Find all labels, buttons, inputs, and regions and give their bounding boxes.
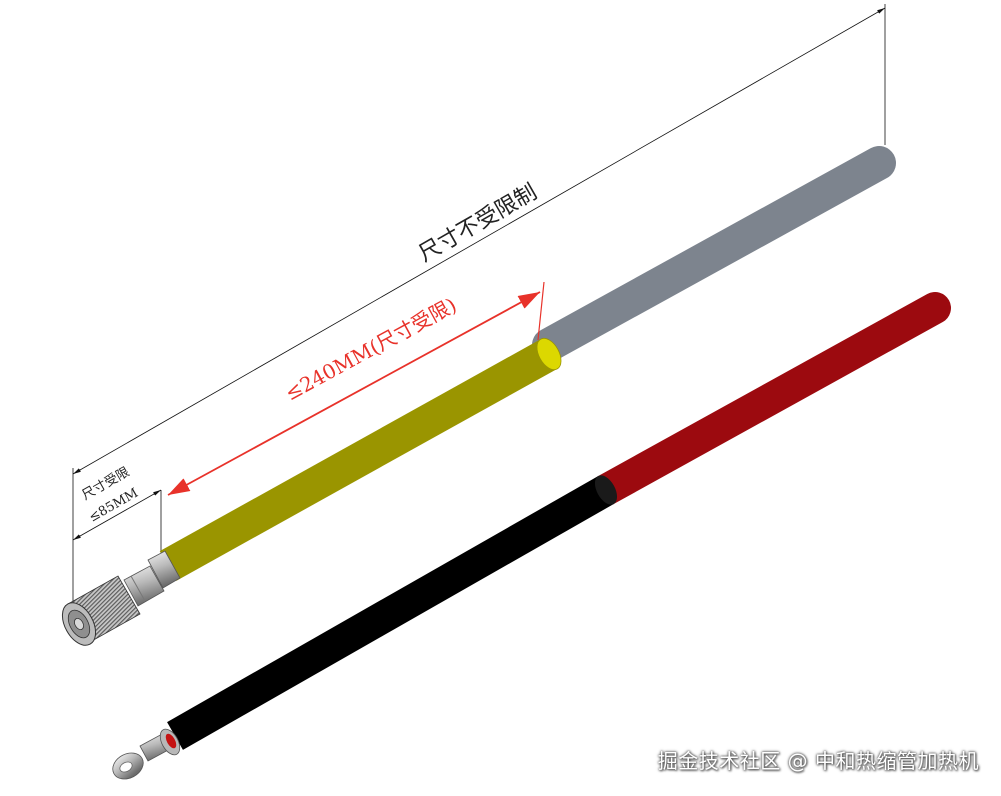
watermark: 掘金技术社区 @ 中和热缩管加热机 bbox=[657, 749, 979, 773]
ring-terminal-icon bbox=[112, 728, 181, 780]
overall-dimension-label: 尺寸不受限制 bbox=[415, 180, 542, 267]
grey-sleeve bbox=[532, 146, 896, 362]
colored-section-dimension-line bbox=[167, 291, 541, 496]
connector-dimension-line bbox=[72, 489, 162, 541]
knurled-connector-icon bbox=[61, 575, 141, 646]
lower-cable bbox=[112, 292, 951, 780]
black-sleeve-end bbox=[594, 475, 618, 505]
overall-dimension: 尺寸不受限制 bbox=[72, 4, 886, 608]
colored-section-dimension-label: ≤240MM(尺寸受限) bbox=[281, 293, 461, 406]
black-sleeve bbox=[167, 476, 614, 750]
yellow-sleeve bbox=[159, 339, 558, 581]
connector-body bbox=[123, 550, 181, 607]
yellow-sleeve-end bbox=[536, 337, 562, 371]
red-sleeve bbox=[590, 292, 951, 506]
